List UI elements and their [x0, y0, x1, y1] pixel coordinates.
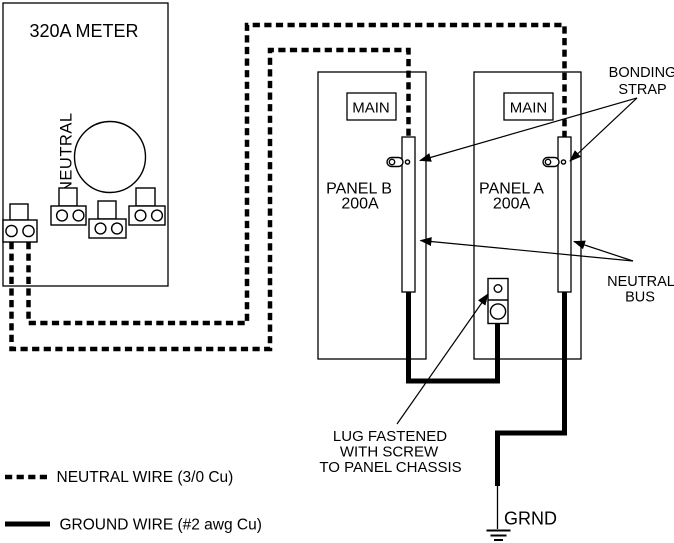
ground-label: GRND: [504, 509, 557, 529]
meter: 320A METER NEUTRAL: [2, 2, 169, 287]
terminal-hole: [134, 209, 147, 222]
neutral-bus-callout: NEUTRAL BUS: [419, 237, 674, 306]
lug-note-line1: LUG FASTENED: [333, 428, 447, 445]
meter-neutral-terminal: [2, 203, 38, 243]
legend-item-ground-wire: GROUND WIRE (#2 awg Cu): [5, 517, 262, 534]
lug-arrow: [396, 293, 489, 425]
meter-terminal: [128, 187, 166, 226]
panel-b-rating: 200A: [341, 196, 379, 213]
lug-callout: LUG FASTENED WITH SCREW TO PANEL CHASSIS: [319, 293, 489, 476]
meter-neutral-label: NEUTRAL: [58, 112, 76, 193]
lug-note-line3: TO PANEL CHASSIS: [319, 459, 461, 476]
terminal-hole: [150, 209, 164, 222]
bonding-strap-screw: [560, 159, 567, 165]
meter-terminal: [50, 187, 87, 226]
panel-b-name: PANEL B: [326, 181, 392, 198]
ground-wire-panel-a-to-ground: [495, 291, 567, 486]
terminal-tab: [9, 203, 29, 221]
panel-a-main-breaker: [503, 92, 554, 121]
panel-a-main-label: MAIN: [510, 100, 548, 117]
bonding-strap-label-line1: BONDING: [609, 65, 674, 81]
meter-terminal: [88, 200, 127, 239]
neutral-bus-bar: [557, 136, 572, 293]
panel-b-main-label: MAIN: [352, 100, 390, 117]
neutral-bus-label-line1: NEUTRAL: [607, 274, 674, 290]
chassis-lug: [487, 277, 509, 325]
neutral-bus-panel-a: [542, 136, 572, 293]
neutral-wire-meter-to-panel-a: [26, 22, 567, 326]
legend-item-neutral-wire: NEUTRAL WIRE (3/0 Cu): [5, 469, 233, 486]
bonding-strap-arrow-panel-b: [419, 97, 638, 162]
bonding-strap-arrow-panel-a: [569, 97, 638, 162]
bonding-strap-screw: [404, 159, 411, 165]
lug-barrel: [489, 303, 507, 320]
bonding-strap-hole: [544, 158, 552, 166]
lug-screw: [493, 284, 503, 294]
meter-title: 320A METER: [29, 21, 138, 41]
lug-note-line2: WITH SCREW: [340, 444, 439, 461]
neutral-bus-bar: [401, 136, 416, 293]
neutral-bus-label-line2: BUS: [625, 290, 655, 306]
legend-neutral-wire-label: NEUTRAL WIRE (3/0 Cu): [57, 469, 234, 486]
neutral-bus-arrow-panel-b: [419, 237, 634, 262]
legend-ground-wire-label: GROUND WIRE (#2 awg Cu): [60, 517, 262, 534]
ground-symbol: [486, 529, 511, 541]
ground-wire-panel-b-to-lug: [406, 291, 500, 384]
panel-b-main-breaker: [346, 92, 397, 121]
neutral-bus-arrow-panel-a: [573, 240, 634, 262]
terminal-tab: [135, 187, 156, 207]
panel-a-name: PANEL A: [479, 181, 544, 198]
neutral-wire-meter-to-panel-b: [9, 47, 411, 352]
bonding-strap-callout: BONDING STRAP: [419, 65, 674, 162]
bonding-strap-label-line2: STRAP: [618, 82, 666, 98]
terminal-hole: [94, 222, 107, 235]
terminal-hole: [22, 224, 35, 238]
terminal-tab: [97, 200, 117, 220]
terminal-hole: [110, 222, 124, 235]
neutral-bus-panel-b: [386, 136, 416, 293]
terminal-tab: [58, 187, 78, 207]
panel-a-rating: 200A: [493, 196, 531, 213]
terminal-hole: [5, 224, 18, 238]
legend: NEUTRAL WIRE (3/0 Cu) GROUND WIRE (#2 aw…: [5, 469, 262, 534]
terminal-hole: [55, 209, 69, 222]
meter-dial: [73, 120, 147, 194]
bonding-strap-hole: [388, 158, 396, 166]
terminal-hole: [72, 209, 85, 222]
